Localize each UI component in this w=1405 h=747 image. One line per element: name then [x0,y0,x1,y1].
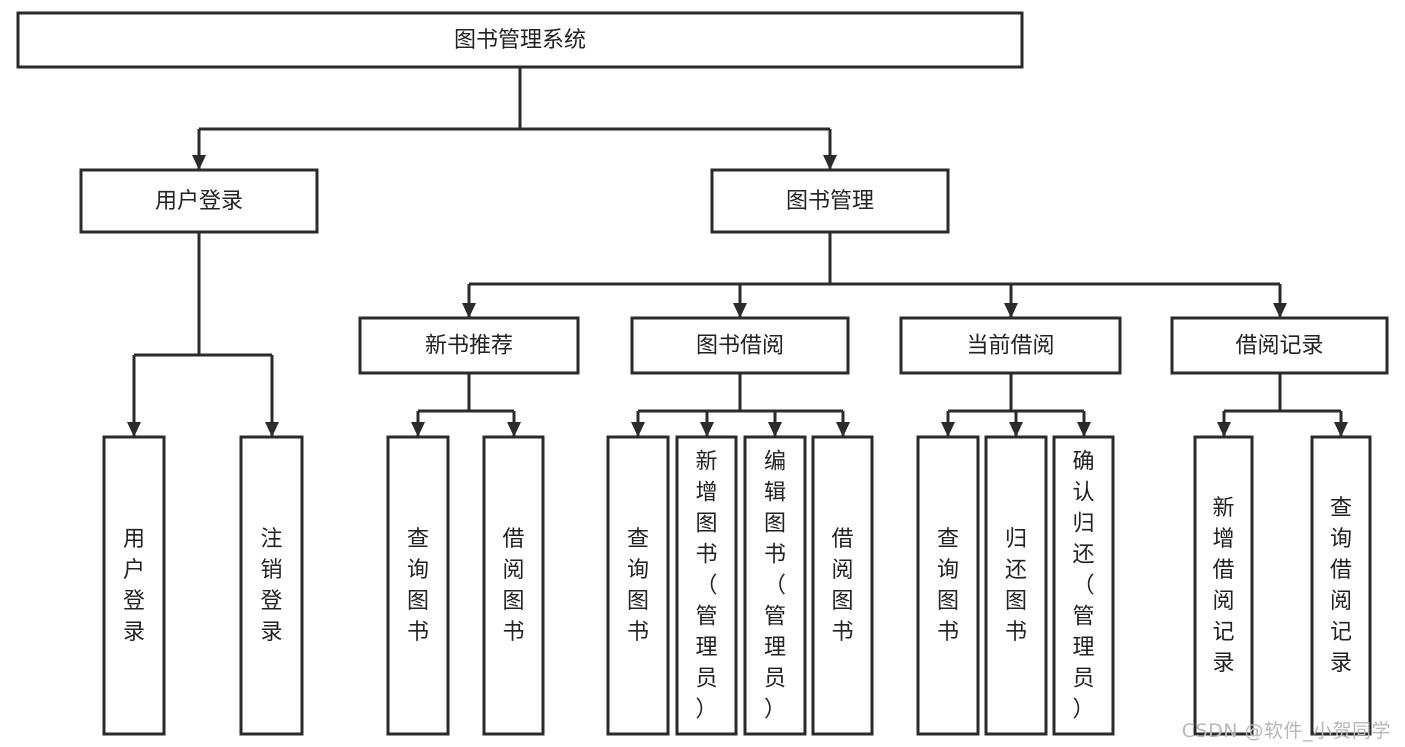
arrow-head-icon [1334,422,1348,437]
arrow-head-icon [941,422,955,437]
node-label-leaf-query-book-3: 查询图书 [937,527,959,645]
node-leaf-confirm-return[interactable]: 确认归还（管理员） [1052,435,1115,736]
node-leaf-query-book-3[interactable]: 查询图书 [916,435,980,736]
node-box-book-manage[interactable] [710,168,950,234]
node-box-leaf-query-record[interactable] [1310,435,1372,736]
node-box-leaf-return-book[interactable] [984,435,1048,736]
arrow-head-icon [1217,422,1231,437]
node-leaf-add-record[interactable]: 新增借阅记录 [1193,435,1254,736]
node-label-leaf-return-book: 归还图书 [1005,527,1027,645]
arrow-head-icon [192,155,206,170]
arrow-head-icon [265,422,279,437]
node-label-leaf-query-book-2: 查询图书 [627,527,649,645]
node-label-leaf-logout: 注销登录 [260,527,282,645]
node-label-current-borrow: 当前借阅 [966,334,1054,359]
node-box-leaf-query-book-1[interactable] [386,435,450,736]
arrow-head-icon [127,422,141,437]
node-label-new-book-rec: 新书推荐 [425,334,513,359]
node-label-leaf-confirm-return: 确认归还（管理员） [1072,449,1094,722]
node-leaf-edit-book[interactable]: 编辑图书（管理员） [743,435,807,736]
node-book-borrow[interactable]: 图书借阅 [630,316,850,375]
node-label-leaf-borrow-book-1: 借阅图书 [502,527,524,645]
node-label-leaf-add-record: 新增借阅记录 [1212,496,1234,676]
node-box-leaf-edit-book[interactable] [743,435,807,736]
arrow-head-icon [411,422,425,437]
node-box-leaf-query-book-2[interactable] [606,435,670,736]
arrow-head-icon [631,422,645,437]
node-box-leaf-user-login[interactable] [102,435,166,736]
node-box-leaf-borrow-book-2[interactable] [811,435,874,736]
arrow-head-icon [1077,422,1091,437]
node-label-borrow-record: 借阅记录 [1235,334,1323,359]
node-book-manage[interactable]: 图书管理 [710,168,950,234]
node-box-borrow-record[interactable] [1170,316,1389,375]
node-box-leaf-add-book[interactable] [675,435,738,736]
node-leaf-borrow-book-1[interactable]: 借阅图书 [482,435,545,736]
node-label-leaf-add-book: 新增图书（管理员） [695,449,717,722]
arrow-head-icon [1004,303,1018,318]
node-leaf-user-login[interactable]: 用户登录 [102,435,166,736]
node-box-new-book-rec[interactable] [358,316,580,375]
node-layer: 图书管理系统用户登录图书管理新书推荐图书借阅当前借阅借阅记录用户登录注销登录查询… [16,11,1389,736]
node-box-leaf-confirm-return[interactable] [1052,435,1115,736]
arrow-head-icon [836,422,850,437]
arrow-head-icon [733,303,747,318]
node-label-book-manage: 图书管理 [786,189,874,214]
node-label-leaf-user-login: 用户登录 [123,527,145,645]
node-leaf-query-book-1[interactable]: 查询图书 [386,435,450,736]
node-root[interactable]: 图书管理系统 [16,11,1024,69]
node-leaf-borrow-book-2[interactable]: 借阅图书 [811,435,874,736]
node-box-current-borrow[interactable] [899,316,1122,375]
node-label-user-login: 用户登录 [155,189,243,214]
node-leaf-query-book-2[interactable]: 查询图书 [606,435,670,736]
node-borrow-record[interactable]: 借阅记录 [1170,316,1389,375]
node-label-root: 图书管理系统 [454,28,586,53]
node-label-leaf-query-book-1: 查询图书 [407,527,429,645]
arrow-head-icon [462,303,476,318]
node-box-leaf-borrow-book-1[interactable] [482,435,545,736]
node-current-borrow[interactable]: 当前借阅 [899,316,1122,375]
node-leaf-logout[interactable]: 注销登录 [239,435,304,736]
node-leaf-return-book[interactable]: 归还图书 [984,435,1048,736]
arrow-head-icon [1273,303,1287,318]
node-box-root[interactable] [16,11,1024,69]
node-leaf-query-record[interactable]: 查询借阅记录 [1310,435,1372,736]
node-user-login[interactable]: 用户登录 [79,168,319,234]
node-new-book-rec[interactable]: 新书推荐 [358,316,580,375]
node-box-leaf-add-record[interactable] [1193,435,1254,736]
node-box-book-borrow[interactable] [630,316,850,375]
node-label-book-borrow: 图书借阅 [696,334,784,359]
node-label-leaf-query-record: 查询借阅记录 [1330,496,1352,676]
arrow-head-icon [823,155,837,170]
node-box-leaf-query-book-3[interactable] [916,435,980,736]
arrow-head-icon [768,422,782,437]
node-label-leaf-edit-book: 编辑图书（管理员） [764,449,786,722]
arrow-head-icon [700,422,714,437]
arrow-head-icon [507,422,521,437]
node-box-leaf-logout[interactable] [239,435,304,736]
connector-layer [127,67,1348,437]
node-leaf-add-book[interactable]: 新增图书（管理员） [675,435,738,736]
node-box-user-login[interactable] [79,168,319,234]
arrow-head-icon [1009,422,1023,437]
node-label-leaf-borrow-book-2: 借阅图书 [831,527,853,645]
